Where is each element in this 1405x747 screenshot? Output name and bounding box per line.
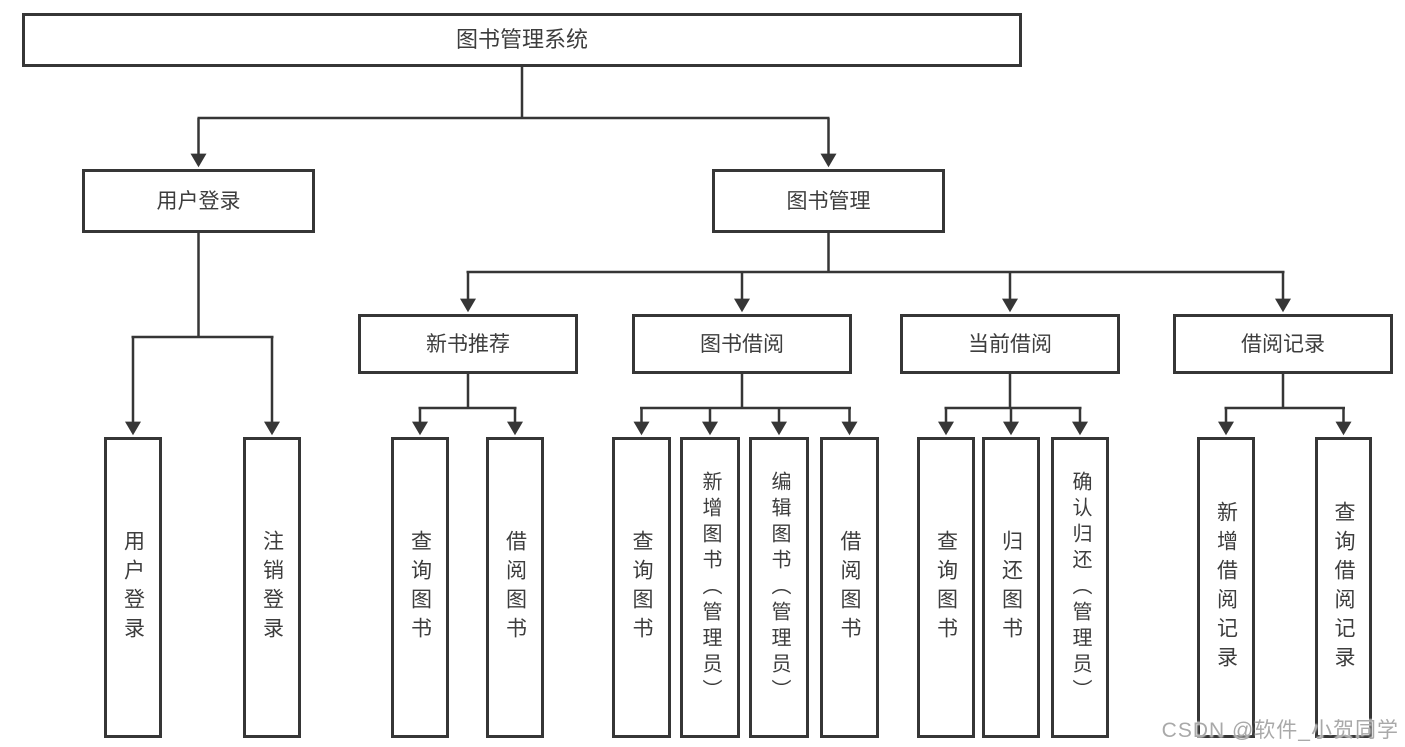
- node-label: 借阅图书: [503, 529, 527, 646]
- leaf-borrow-query-book: 查询图书: [612, 437, 671, 738]
- leaf-borrow-edit-book-admin: 编辑图书（管理员）: [749, 437, 809, 738]
- node-label: 新增借阅记录: [1214, 500, 1238, 675]
- leaf-current-query-book: 查询图书: [917, 437, 975, 738]
- node-label: 归还图书: [999, 529, 1023, 646]
- node-book-management: 图书管理: [712, 169, 945, 233]
- leaf-current-return-book: 归还图书: [982, 437, 1040, 738]
- node-label: 图书管理: [786, 189, 871, 213]
- node-label: 查询图书: [408, 529, 432, 646]
- node-new-book-recommend: 新书推荐: [358, 314, 578, 374]
- leaf-borrow-borrow-book: 借阅图书: [820, 437, 879, 738]
- leaf-record-query: 查询借阅记录: [1315, 437, 1372, 738]
- node-current-borrow: 当前借阅: [900, 314, 1120, 374]
- leaf-current-confirm-return-admin: 确认归还（管理员）: [1051, 437, 1109, 738]
- node-label: 确认归还（管理员）: [1069, 470, 1091, 705]
- node-label: 用户登录: [156, 189, 241, 213]
- node-user-login: 用户登录: [82, 169, 315, 233]
- node-label: 当前借阅: [968, 332, 1052, 356]
- node-label: 新书推荐: [426, 332, 510, 356]
- node-label: 编辑图书（管理员）: [768, 470, 790, 705]
- node-label: 注销登录: [260, 529, 284, 646]
- leaf-recommend-query-book: 查询图书: [391, 437, 449, 738]
- node-label: 借阅记录: [1241, 332, 1325, 356]
- node-borrow-record: 借阅记录: [1173, 314, 1393, 374]
- leaf-user-login: 用户登录: [104, 437, 162, 738]
- node-label: 查询图书: [630, 529, 653, 646]
- leaf-recommend-borrow-book: 借阅图书: [486, 437, 544, 738]
- csdn-watermark: CSDN @软件_小贺同学: [1161, 719, 1399, 742]
- node-label: 查询图书: [934, 529, 958, 646]
- node-label: 借阅图书: [838, 529, 861, 646]
- node-label: 新增图书（管理员）: [699, 470, 721, 705]
- node-book-borrow: 图书借阅: [632, 314, 852, 374]
- leaf-logout: 注销登录: [243, 437, 301, 738]
- leaf-record-add: 新增借阅记录: [1197, 437, 1255, 738]
- node-library-management-system: 图书管理系统: [22, 13, 1022, 67]
- node-label: 图书借阅: [700, 332, 784, 356]
- node-label: 用户登录: [121, 529, 145, 646]
- leaf-borrow-add-book-admin: 新增图书（管理员）: [680, 437, 740, 738]
- node-label: 查询借阅记录: [1332, 500, 1355, 675]
- node-label: 图书管理系统: [455, 27, 588, 52]
